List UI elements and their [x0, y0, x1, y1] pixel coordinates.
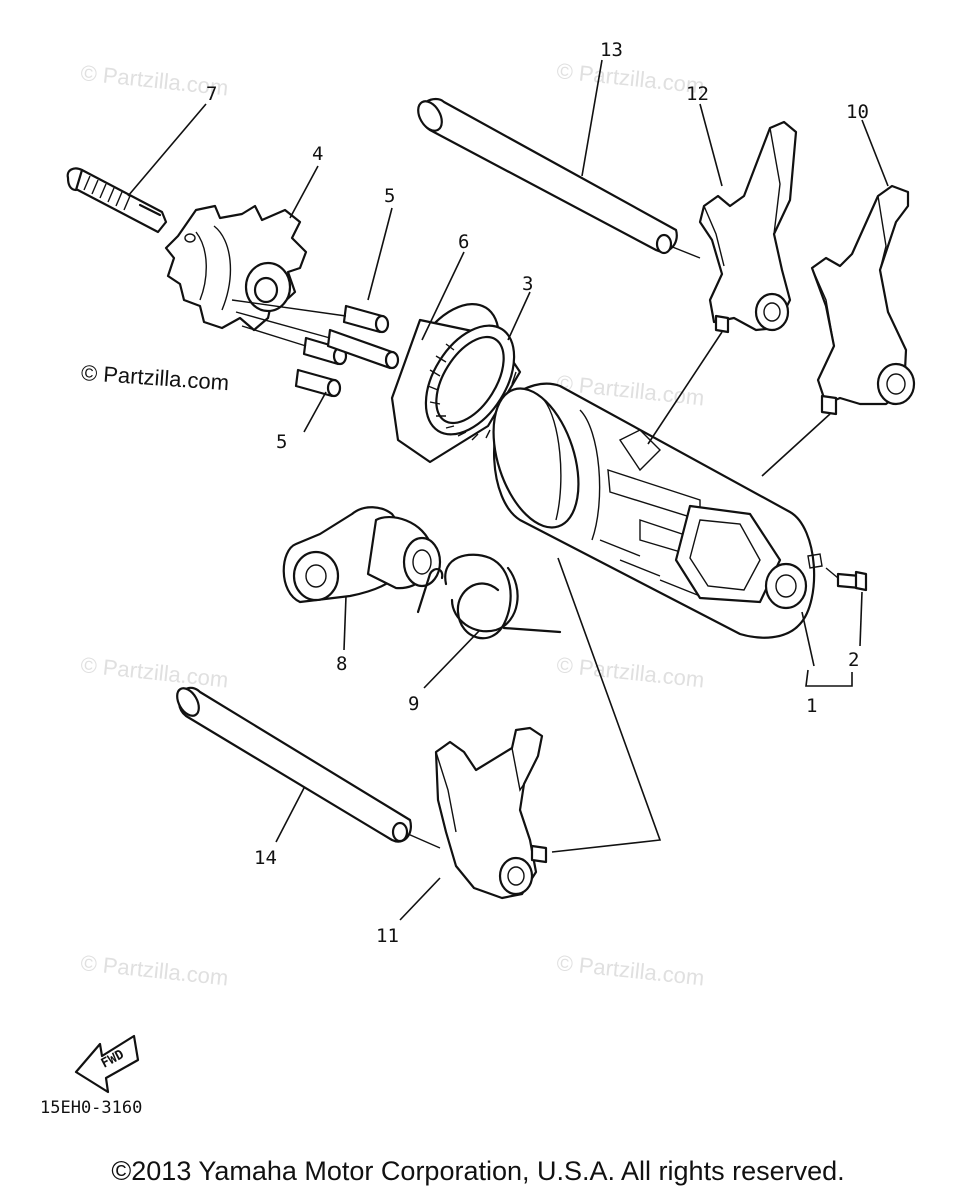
copyright-notice: ©2013 Yamaha Motor Corporation, U.S.A. A… [111, 1156, 845, 1186]
callout-2: 2 [848, 649, 859, 671]
part-8-shift-arm [282, 506, 442, 604]
callout-5-lower: 5 [276, 431, 287, 453]
callout-7: 7 [206, 83, 217, 105]
callout-1: 1 [806, 695, 817, 717]
watermark: © Partzilla.com [555, 652, 705, 692]
callout-5-upper: 5 [384, 185, 395, 207]
part-4-segment [164, 204, 308, 332]
callout-14: 14 [254, 847, 277, 869]
part-13-guide-bar [417, 97, 701, 259]
part-3-bearing [390, 303, 522, 464]
callout-6: 6 [458, 231, 469, 253]
callout-9: 9 [408, 693, 419, 715]
part-1-shift-cam [492, 382, 823, 639]
part-6-pin [326, 328, 400, 370]
part-5-pin [342, 304, 390, 334]
leader-lines [127, 59, 889, 921]
watermark: © Partzilla.com [555, 58, 705, 98]
callout-labels: 1 2 3 4 5 5 6 7 8 9 10 11 12 13 14 [206, 39, 869, 947]
callout-10: 10 [846, 101, 869, 123]
part-10-shift-fork [810, 184, 916, 416]
callout-12: 12 [686, 83, 709, 105]
part-14-guide-bar [176, 686, 441, 849]
part-12-shift-fork [698, 120, 798, 334]
assembly-lines [231, 299, 347, 347]
watermark: © Partzilla.com [79, 652, 229, 692]
watermark: © Partzilla.com [555, 950, 705, 990]
callout-3: 3 [522, 273, 533, 295]
part-5-pin [294, 368, 342, 398]
callout-8: 8 [336, 653, 347, 675]
part-7-bolt [66, 167, 168, 234]
fwd-arrow-icon: FWD [74, 1034, 140, 1094]
callout-13: 13 [600, 39, 623, 61]
drawing-code: 15EH0-3160 [40, 1098, 143, 1118]
watermark: © Partzilla.com [79, 950, 229, 990]
part-2-screw [825, 567, 868, 592]
callout-11: 11 [376, 925, 399, 947]
part-9-spring [416, 553, 562, 640]
part-11-shift-fork [434, 726, 548, 900]
callout-4: 4 [312, 143, 323, 165]
